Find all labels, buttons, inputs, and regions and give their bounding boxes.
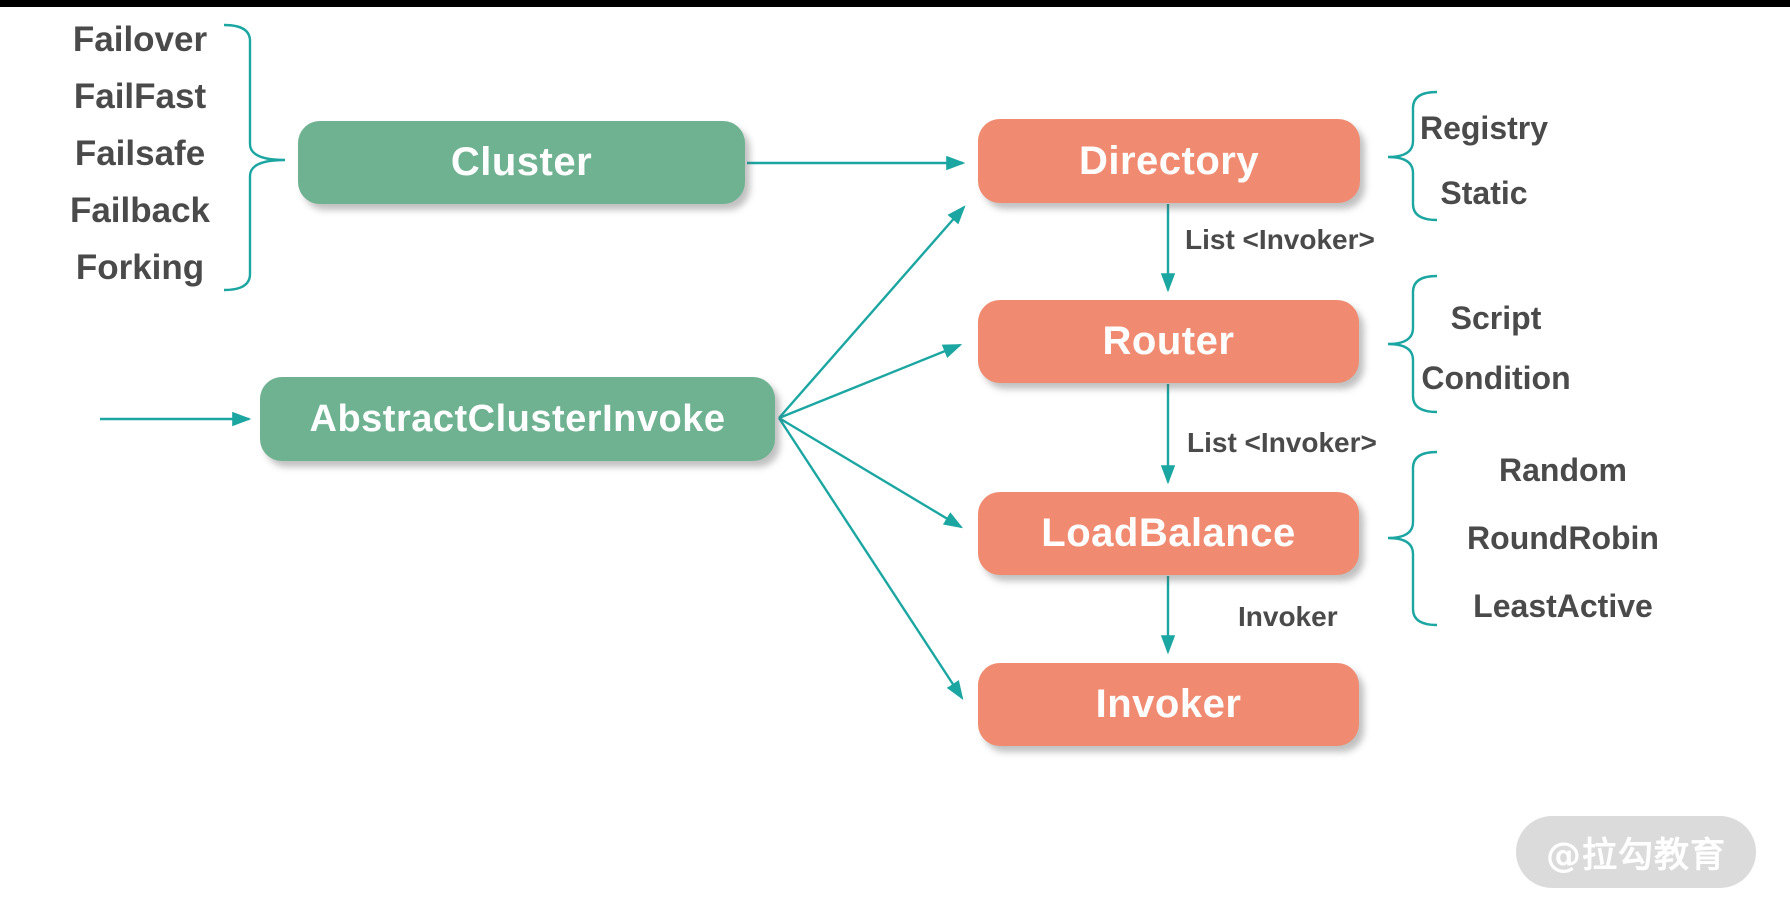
node-cluster: Cluster [298, 121, 745, 204]
cluster-strategy-item: Forking [75, 247, 205, 287]
arrow-aci-to-directory [778, 205, 966, 419]
router-type-item: Script [1450, 299, 1542, 336]
router-type-item: Condition [1421, 359, 1571, 396]
brace-cluster-strategies [223, 23, 286, 292]
node-loadbalance: LoadBalance [978, 492, 1359, 575]
edge-label-router-loadbalance: List <Invoker> [1187, 427, 1377, 458]
cluster-strategy-item: Failback [69, 190, 211, 230]
cluster-strategy-item: Failsafe [74, 133, 206, 173]
cluster-strategy-item: FailFast [73, 76, 207, 116]
edge-label-loadbalance-invoker: Invoker [1238, 601, 1338, 632]
arrow-aci-to-loadbalance [778, 416, 964, 529]
watermark-badge: @拉勾教育 [1516, 816, 1756, 888]
node-invoker: Invoker [978, 663, 1359, 746]
directory-type-item: Registry [1419, 110, 1549, 146]
brace-loadbalance-types [1387, 450, 1438, 627]
arrow-aci-to-invoker [777, 417, 964, 701]
loadbalance-type-item: Random [1499, 451, 1627, 488]
loadbalance-type-item: LeastActive [1473, 587, 1653, 624]
directory-type-item: Static [1440, 175, 1528, 211]
cluster-strategy-item: Failover [72, 19, 208, 59]
arrow-aci-to-router [778, 343, 963, 420]
node-abstract-cluster-invoke: AbstractClusterInvoke [260, 377, 775, 461]
edge-label-directory-router: List <Invoker> [1185, 224, 1375, 255]
loadbalance-type-item: RoundRobin [1467, 519, 1659, 556]
top-border-bar [0, 0, 1790, 7]
node-directory: Directory [978, 119, 1360, 203]
node-router: Router [978, 300, 1359, 383]
